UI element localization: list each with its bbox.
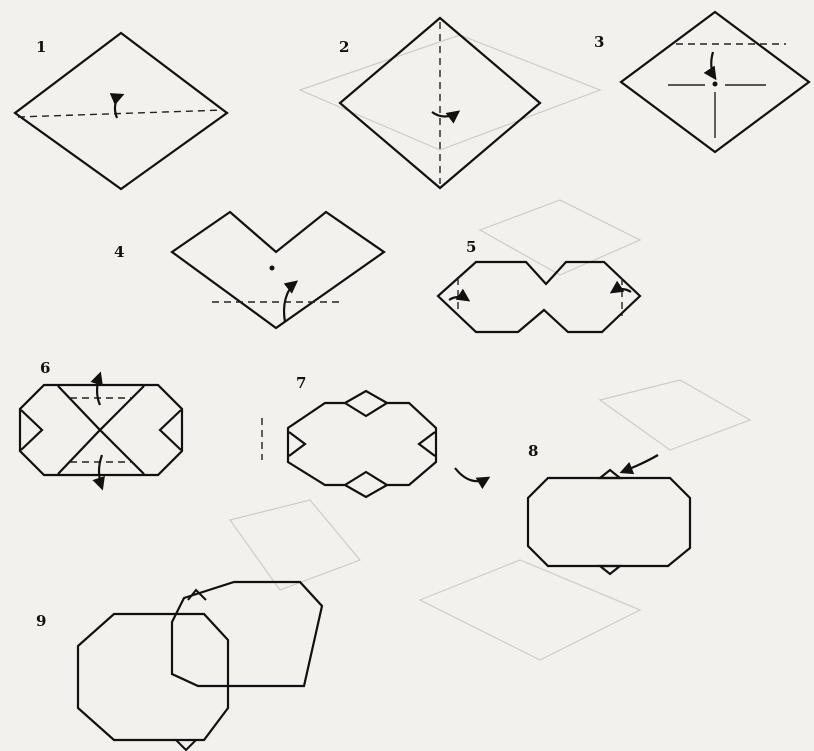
center-point bbox=[713, 82, 718, 87]
crease-line bbox=[21, 410, 42, 450]
center-point bbox=[270, 266, 275, 271]
step-9: 9 bbox=[36, 582, 322, 750]
push-arrow bbox=[622, 455, 658, 472]
turn-over-arrow bbox=[455, 468, 488, 481]
paper-shape bbox=[438, 262, 640, 332]
crease-line bbox=[160, 410, 181, 450]
crease-line bbox=[58, 430, 144, 474]
step-number: 3 bbox=[594, 33, 604, 51]
step-3: 3 bbox=[594, 12, 809, 152]
crease-line bbox=[345, 403, 387, 416]
fold-line bbox=[18, 110, 224, 117]
step-number: 9 bbox=[36, 612, 46, 630]
fold-arrow bbox=[115, 95, 122, 118]
crease-line bbox=[345, 472, 387, 485]
step-6: 6 bbox=[20, 359, 182, 488]
paper-square bbox=[340, 18, 540, 188]
step-2: 2 bbox=[339, 18, 540, 188]
step-number: 5 bbox=[466, 238, 476, 256]
step-number: 1 bbox=[36, 38, 46, 56]
bleed-through-background bbox=[230, 35, 750, 660]
step-8: 8 bbox=[528, 442, 690, 574]
paper-shape bbox=[288, 391, 436, 497]
inner-fold-tab bbox=[600, 566, 620, 574]
crease-line bbox=[289, 432, 305, 456]
step-number: 7 bbox=[296, 374, 306, 392]
fold-arrow bbox=[449, 297, 468, 300]
fold-arrow bbox=[432, 112, 458, 117]
fold-arrow bbox=[711, 52, 715, 78]
step-number: 6 bbox=[40, 359, 50, 377]
step-4: 4 bbox=[114, 212, 384, 328]
back-heart-shape bbox=[78, 614, 228, 740]
step-5: 5 bbox=[438, 238, 640, 332]
step-number: 2 bbox=[339, 38, 349, 56]
fold-arrow bbox=[99, 455, 102, 488]
step-number: 8 bbox=[528, 442, 538, 460]
paper-shape bbox=[172, 212, 384, 328]
inner-fold-tab bbox=[600, 470, 620, 478]
paper-square bbox=[15, 33, 227, 189]
crease-line bbox=[419, 432, 435, 456]
step-1: 1 bbox=[15, 33, 227, 189]
crease-line bbox=[58, 386, 144, 430]
paper-shape bbox=[528, 478, 690, 566]
step-7: 7 bbox=[262, 374, 488, 497]
front-heart-shape bbox=[172, 582, 322, 686]
step-number: 4 bbox=[114, 243, 124, 261]
fold-tab bbox=[176, 740, 196, 750]
fold-arrow bbox=[97, 374, 100, 405]
